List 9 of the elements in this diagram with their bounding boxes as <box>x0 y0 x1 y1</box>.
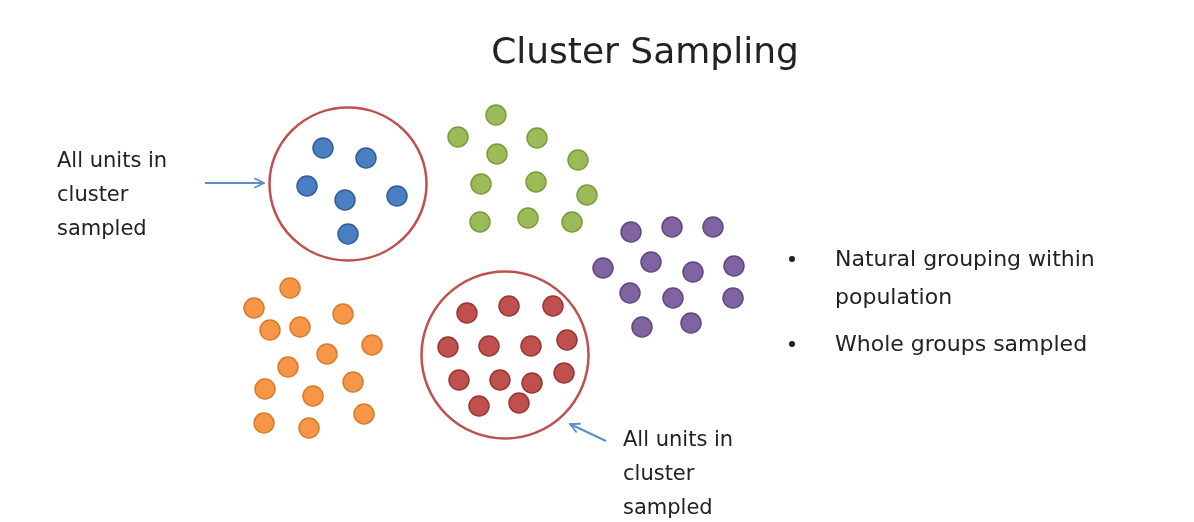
bullet-text: Whole groups sampled <box>835 330 1089 358</box>
arrow <box>204 177 265 189</box>
bullet-text: Natural grouping within population <box>835 245 1096 311</box>
cluster-ring <box>268 106 428 262</box>
cluster-ring <box>420 270 590 440</box>
arrow <box>569 422 607 442</box>
callout-text: All units in cluster sampled <box>57 143 187 247</box>
callout-text: All units in cluster sampled <box>623 422 753 522</box>
title: Cluster Sampling <box>490 30 800 71</box>
